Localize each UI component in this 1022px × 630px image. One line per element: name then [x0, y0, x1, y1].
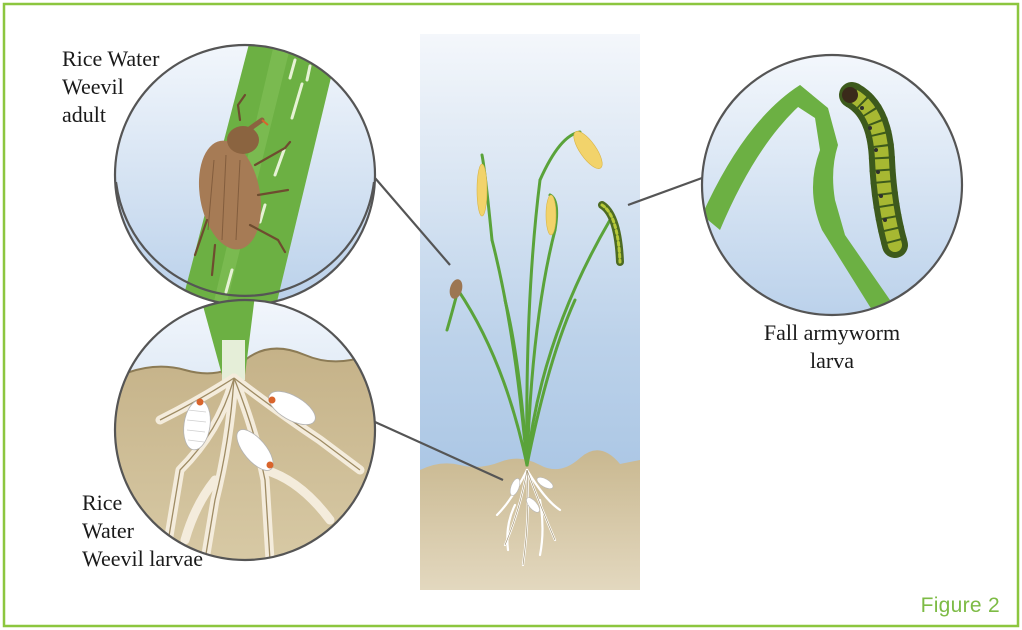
adult-label-line3: adult [62, 102, 106, 127]
rice-plant-panel [420, 34, 640, 590]
larvae-label-line1: Rice [82, 490, 122, 515]
larvae-label-line2: Water [82, 518, 135, 543]
adult-label-line1: Rice Water [62, 46, 160, 71]
armyworm-label-line1: Fall armyworm [764, 320, 900, 345]
figure-number: Figure 2 [921, 594, 1000, 618]
larvae-label-line3: Weevil larvae [82, 546, 203, 571]
armyworm-label-line2: larva [810, 348, 854, 373]
adult-label-line2: Weevil [62, 74, 124, 99]
